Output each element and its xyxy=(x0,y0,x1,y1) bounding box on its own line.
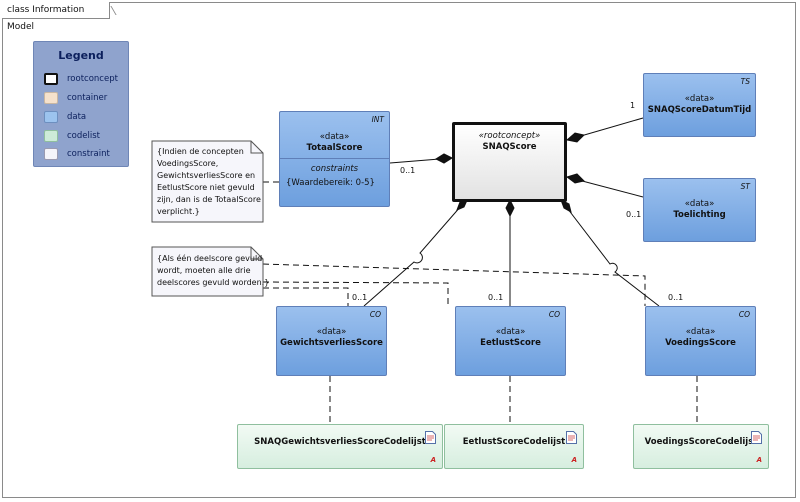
legend-swatch-data xyxy=(44,111,58,123)
class-type-tag: CO xyxy=(738,310,750,319)
codelist-eetlustscorecodelijst[interactable]: EetlustScoreCodelijst A xyxy=(444,424,584,469)
legend-swatch-rootconcept xyxy=(44,73,58,85)
legend-swatch-codelist xyxy=(44,130,58,142)
class-voedingsscore[interactable]: CO «data» VoedingsScore xyxy=(645,306,756,376)
note-deelscore-shape xyxy=(151,246,264,297)
note-totaal-shape xyxy=(151,140,264,223)
class-name: GewichtsverliesScore xyxy=(280,338,383,348)
diamond-voeding xyxy=(560,198,572,214)
legend-label: rootconcept xyxy=(67,74,118,84)
class-name: Toelichting xyxy=(673,210,726,220)
note-deelscore-fold xyxy=(250,247,263,260)
class-stereotype: «data» xyxy=(684,199,715,209)
class-gewichtsverliesscore[interactable]: CO «data» GewichtsverliesScore xyxy=(276,306,387,376)
class-name: SNAQScoreDatumTijd xyxy=(647,105,752,115)
compartment-separator xyxy=(280,158,389,159)
multiplicity-eetlust: 0..1 xyxy=(488,293,504,302)
note-totaal-line-6: verplicht.} xyxy=(157,207,200,216)
legend-title: Legend xyxy=(58,49,104,62)
legend-label: data xyxy=(67,112,87,122)
codelist-name: VoedingsScoreCodelijst xyxy=(644,437,758,447)
class-stereotype: «data» xyxy=(316,327,347,337)
class-name: TotaalScore xyxy=(306,143,363,153)
note-link-voeding xyxy=(262,263,646,306)
legend-label: constraint xyxy=(67,149,110,159)
note-totaal-line-2: VoedingsScore, xyxy=(157,159,218,168)
diamond-toelichting xyxy=(565,173,585,184)
class-type-tag: CO xyxy=(369,310,381,319)
class-type-tag: TS xyxy=(740,77,750,86)
class-name: SNAQScore xyxy=(482,142,537,152)
legend-swatch-constraint xyxy=(44,148,58,160)
diamond-eetlust xyxy=(505,198,515,218)
class-name: EetlustScore xyxy=(480,338,541,348)
class-type-tag: INT xyxy=(371,115,384,124)
multiplicity-totaal: 0..1 xyxy=(400,166,416,175)
note-deelscore-line-3: deelscores gevuld worden.} xyxy=(157,278,269,287)
codelist-voedingsscorecodelijst[interactable]: VoedingsScoreCodelijst A xyxy=(633,424,769,469)
legend-label: container xyxy=(67,93,108,103)
compartment-title: constraints xyxy=(310,164,359,174)
class-stereotype: «data» xyxy=(684,94,715,104)
note-deelscore-line-1: {Als één deelscore gevuld xyxy=(157,253,262,263)
multiplicity-gewicht: 0..1 xyxy=(352,293,368,302)
class-toelichting[interactable]: ST «data» Toelichting xyxy=(643,178,756,242)
class-type-tag: ST xyxy=(740,182,750,191)
note-totaal-line-1: {Indien de concepten xyxy=(157,147,244,156)
multiplicity-voeding: 0..1 xyxy=(668,293,684,302)
document-icon xyxy=(566,431,577,444)
class-type-tag: CO xyxy=(548,310,560,319)
class-name: VoedingsScore xyxy=(665,338,736,348)
abstract-marker: A xyxy=(430,456,436,464)
codelist-snaqgewichtsverliesscorecodelijst[interactable]: SNAQGewichtsverliesScoreCodelijst A xyxy=(237,424,443,469)
compartment-constraint: {Waardebereik: 0-5} xyxy=(286,178,375,188)
note-link-eetlust xyxy=(262,281,449,306)
note-totaal-line-5: zijn, dan is de TotaalScore xyxy=(157,195,261,204)
legend: Legend rootconcept container data codeli… xyxy=(33,41,129,167)
class-stereotype: «data» xyxy=(319,132,350,142)
class-stereotype: «rootconcept» xyxy=(478,131,541,141)
diamond-totaal xyxy=(434,153,454,164)
class-eetlustscore[interactable]: CO «data» EetlustScore xyxy=(455,306,566,376)
class-snaqscore[interactable]: «rootconcept» SNAQScore xyxy=(452,122,567,202)
frame-title: class Information Model xyxy=(2,2,110,32)
class-snaqscoredatumtijd[interactable]: TS «data» SNAQScoreDatumTijd xyxy=(643,73,756,137)
multiplicity-toelichting: 0..1 xyxy=(626,210,642,219)
diamond-datumtijd xyxy=(565,132,585,143)
codelist-name: EetlustScoreCodelijst xyxy=(462,437,566,447)
note-totaal-line-4: EetlustScore niet gevuld xyxy=(157,183,255,192)
note-deelscore-line-2: wordt, moeten alle drie xyxy=(157,266,251,275)
document-icon xyxy=(751,431,762,444)
class-stereotype: «data» xyxy=(685,327,716,337)
document-icon xyxy=(425,431,436,444)
abstract-marker: A xyxy=(571,456,577,464)
note-link-gewicht xyxy=(263,287,349,306)
legend-swatch-container xyxy=(44,92,58,104)
legend-label: codelist xyxy=(67,131,100,141)
note-totaal-fold xyxy=(250,141,263,154)
class-stereotype: «data» xyxy=(495,327,526,337)
codelist-name: SNAQGewichtsverliesScoreCodelijst xyxy=(254,437,426,447)
assoc-gewicht[interactable] xyxy=(363,197,469,307)
class-totaalscore[interactable]: INT «data» TotaalScore constraints {Waar… xyxy=(279,111,390,207)
abstract-marker: A xyxy=(756,456,762,464)
note-totaal-line-3: GewichtsverliesScore en xyxy=(157,171,255,180)
multiplicity-datumtijd: 1 xyxy=(630,101,636,110)
assoc-voeding[interactable] xyxy=(560,199,660,307)
